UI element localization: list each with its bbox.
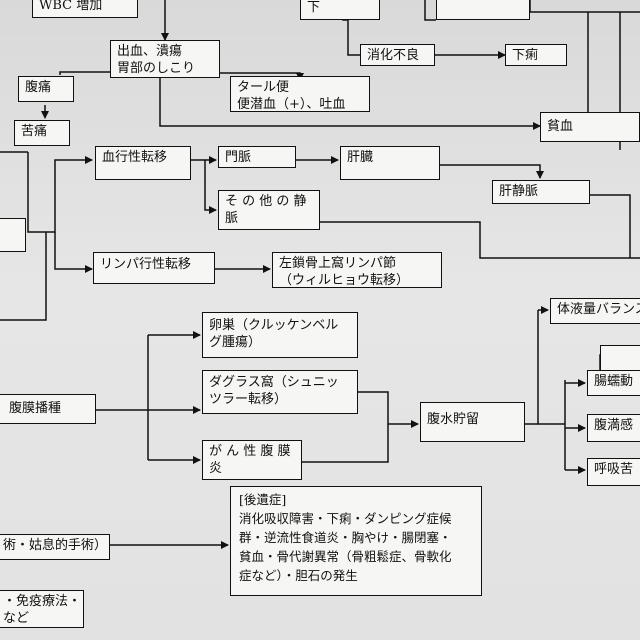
left-partial-box	[0, 218, 26, 252]
surgery-label: 術・姑息的手術）	[3, 538, 108, 553]
sequelae-line: 症など）・胆石の発生	[239, 568, 358, 583]
immuno-label-2: など	[3, 611, 30, 626]
liver-label: 肝臓	[347, 150, 374, 165]
other-vein-label-1: そ の 他 の 静	[225, 194, 307, 209]
douglas-label-1: ダグラス窩（シュニッ	[209, 375, 339, 390]
peritoneal-label: 腹膜播種	[9, 401, 62, 416]
virchow-label-1: 左鎖骨上窩リンパ節	[279, 256, 397, 271]
douglas-box: ダグラス窩（シュニッ ツラー転移）	[202, 370, 358, 414]
lymphatic-box: リンパ行性転移	[93, 252, 215, 284]
sequelae-line: 群・逆流性食道炎・胸やけ・腸閉塞・	[239, 530, 452, 545]
sequelae-line: 消化吸収障害・下痢・ダンピング症候	[239, 511, 452, 526]
portal-vein-label: 門脈	[225, 150, 252, 165]
bleeding-label-2: 胃部のしこり	[117, 61, 196, 76]
immunotherapy-box: ・免疫療法・ など	[0, 590, 84, 628]
wbc-label: WBC 増加	[39, 0, 103, 13]
sequelae-line: 貧血・骨代謝異常（骨粗鬆症、骨軟化	[239, 549, 452, 564]
lymphatic-label: リンパ行性転移	[100, 257, 192, 272]
immuno-label-1: ・免疫療法・	[3, 594, 82, 609]
respiratory-box: 呼吸苦	[587, 458, 640, 486]
cancerous-peritonitis-label-2: 炎	[209, 461, 223, 476]
bleeding-box: 出血、潰瘍 胃部のしこり	[110, 40, 220, 78]
right-partial-box	[600, 345, 640, 371]
diarrhea-label: 下痢	[512, 48, 539, 63]
ovary-label-1: 卵巣（クルッケンベル	[209, 318, 339, 333]
anemia-label: 貧血	[547, 119, 574, 134]
anguish-box: 苦痛	[14, 120, 70, 146]
liver-box: 肝臓	[340, 146, 440, 180]
top-right-partial-box	[436, 0, 530, 20]
hepatic-vein-label: 肝静脈	[499, 184, 539, 199]
surgery-box: 術・姑息的手術）	[0, 534, 110, 560]
bleeding-label-1: 出血、潰瘍	[117, 44, 183, 59]
virchow-label-2: （ウィルヒョウ転移）	[279, 273, 410, 288]
anguish-label: 苦痛	[21, 124, 48, 139]
tarry-label-2: 便潜血（+）、吐血	[237, 97, 346, 112]
abdominal-pain-box: 腹痛	[18, 76, 74, 102]
satiety-label: 腹満感	[594, 418, 634, 433]
hepatic-vein-box: 肝静脈	[492, 180, 590, 204]
hematogenous-box: 血行性転移	[95, 146, 191, 180]
sequelae-title: [後遺症]	[239, 492, 287, 507]
other-vein-box: そ の 他 の 静 脈	[218, 190, 320, 230]
douglas-label-2: ツラー転移）	[209, 392, 288, 407]
portal-vein-box: 門脈	[218, 146, 296, 168]
satiety-box: 腹満感	[587, 414, 640, 442]
ascites-label: 腹水貯留	[427, 412, 480, 427]
hematogenous-label: 血行性転移	[102, 150, 168, 165]
other-vein-label-2: 脈	[225, 211, 239, 226]
virchow-box: 左鎖骨上窩リンパ節 （ウィルヒョウ転移）	[272, 252, 442, 288]
ovary-box: 卵巣（クルッケンベル グ腫瘍）	[202, 312, 358, 358]
ovary-label-2: グ腫瘍）	[209, 335, 262, 350]
ileus-box: 腸蠕動	[587, 370, 640, 396]
wbc-box: WBC 増加	[32, 0, 138, 18]
sequelae-box: [後遺症] 消化吸収障害・下痢・ダンピング症候 群・逆流性食道炎・胸やけ・腸閉塞…	[230, 486, 482, 596]
respiratory-label: 呼吸苦	[594, 462, 634, 477]
tarry-label-1: タール便	[237, 80, 290, 95]
fluid-balance-box: 体液量バランス	[550, 298, 640, 324]
ileus-label: 腸蠕動	[594, 374, 634, 389]
fluid-balance-label: 体液量バランス	[557, 302, 640, 317]
peritoneal-box: 腹膜播種	[0, 394, 96, 424]
diarrhea-box: 下痢	[505, 44, 567, 66]
top-left-partial-label: 下	[307, 0, 321, 15]
cancerous-peritonitis-box: が ん 性 腹 膜 炎	[202, 440, 302, 480]
tarry-stool-box: タール便 便潜血（+）、吐血	[230, 76, 370, 112]
top-left-partial-box: 下	[300, 0, 380, 20]
indigestion-label: 消化不良	[367, 48, 420, 63]
anemia-box: 貧血	[540, 112, 640, 142]
ascites-box: 腹水貯留	[420, 402, 525, 442]
indigestion-box: 消化不良	[360, 44, 435, 66]
abdominal-pain-label: 腹痛	[25, 80, 52, 95]
cancerous-peritonitis-label-1: が ん 性 腹 膜	[209, 444, 291, 459]
